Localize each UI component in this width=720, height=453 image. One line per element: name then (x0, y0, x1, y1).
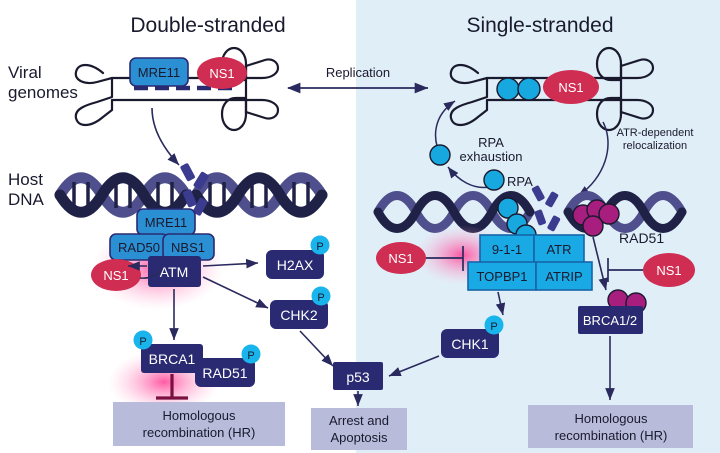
atr-relocalization-label-l1: ATR-dependent (617, 127, 694, 139)
panel-title-right: Single-stranded (466, 14, 613, 37)
node-h2ax-label: H2AX (277, 257, 314, 273)
rad51-free-label: RAD51 (619, 230, 664, 246)
node-atrip-label: ATRIP (545, 269, 582, 284)
node-mre11-viral[interactable]: MRE11 (129, 57, 189, 87)
phospho-rad51-left-label: P (247, 350, 254, 362)
node-chk2[interactable]: CHK2 (270, 300, 328, 329)
viral-genomes-label-l1: Viral (8, 63, 42, 82)
outcome-hr-left: Homologous recombination (HR) (113, 402, 285, 446)
viral-genome-double-stranded (74, 46, 280, 132)
node-atr-label: ATR (546, 242, 571, 257)
outcome-hr-right-l1: Homologous (575, 411, 648, 426)
node-ns1-rad51[interactable]: NS1 (643, 253, 695, 287)
node-brca1-label: BRCA1 (149, 351, 196, 367)
arrow-rpa-exhaustion (447, 166, 491, 189)
rpa-exhaustion-label-l2: exhaustion (460, 149, 523, 164)
node-brca1[interactable]: BRCA1 (141, 344, 203, 373)
node-atm-label: ATM (160, 264, 189, 280)
node-ns1-viral-ss[interactable]: NS1 (543, 70, 599, 104)
node-mre11-viral-label: MRE11 (138, 65, 180, 80)
arrow-atm-to-chk2 (202, 276, 269, 309)
host-dna-label-l1: Host (8, 170, 43, 189)
node-brca12-label: BRCA1/2 (583, 313, 637, 328)
rpa-bead-viral-1 (496, 77, 520, 101)
rpa-label: RPA (507, 174, 533, 189)
phospho-h2ax: P (310, 235, 330, 255)
node-nine-one-one[interactable]: 9-1-1 (479, 234, 535, 264)
node-chk1-label: CHK1 (451, 336, 489, 352)
inhibition-ns1-rad51 (607, 258, 643, 282)
node-ns1-911-label: NS1 (388, 251, 413, 266)
node-chk1[interactable]: CHK1 (441, 329, 499, 358)
rpa-bead-free (483, 169, 505, 191)
node-nbs1[interactable]: NBS1 (162, 233, 215, 261)
outcome-hr-left-l2: recombination (HR) (143, 425, 256, 440)
atr-relocalization-label-l2: relocalization (623, 140, 687, 152)
replication-label: Replication (326, 65, 390, 80)
outcome-hr-right-l2: recombination (HR) (555, 428, 668, 443)
node-mre11-host-label: MRE11 (145, 215, 187, 230)
phospho-brca1-label: P (139, 336, 146, 348)
rad51-bead-3 (598, 203, 620, 225)
node-atrip[interactable]: ATRIP (535, 261, 593, 291)
phospho-chk2-label: P (317, 292, 324, 304)
inhibition-ns1-911 (426, 246, 464, 271)
rpa-bead-dna-1 (497, 197, 519, 219)
node-ns1-atm[interactable]: NS1 (91, 259, 141, 291)
phospho-chk1: P (484, 315, 504, 335)
arrow-atr-relocalization (577, 121, 609, 197)
arrow-viral-to-host-dna (151, 107, 180, 166)
node-ns1-rad51-label: NS1 (656, 263, 681, 278)
node-p53-label: p53 (346, 369, 370, 385)
outcome-hr-left-l1: Homologous (163, 408, 236, 423)
node-ns1-atm-label: NS1 (103, 268, 128, 283)
rpa-bead-free-exhausted (429, 144, 451, 166)
node-atr[interactable]: ATR (533, 234, 585, 264)
phospho-rad51-left: P (241, 344, 261, 364)
panel-title-left: Double-stranded (130, 14, 285, 37)
node-atm[interactable]: ATM (148, 256, 201, 287)
arrow-chk1-to-p53 (388, 355, 440, 377)
node-topbp1-label: TOPBP1 (476, 269, 527, 284)
dsb-break-marker-right (531, 185, 561, 232)
node-ns1-viral-ss-label: NS1 (558, 80, 583, 95)
node-p53[interactable]: p53 (333, 362, 383, 390)
node-mre11-host[interactable]: MRE11 (136, 208, 196, 236)
node-chk2-label: CHK2 (280, 307, 318, 323)
node-ns1-911[interactable]: NS1 (376, 242, 426, 274)
node-rad51-left-label: RAD51 (202, 365, 247, 381)
arrow-rad51-to-brca12 (592, 236, 608, 291)
node-h2ax[interactable]: H2AX (266, 250, 324, 279)
phospho-brca1: P (133, 330, 153, 350)
node-nbs1-label: NBS1 (171, 240, 205, 255)
outcome-arrest-l1: Arrest and (329, 413, 389, 428)
node-rad50-label: RAD50 (118, 240, 160, 255)
phospho-chk2: P (311, 286, 331, 306)
rpa-exhaustion-label-l1: RPA (478, 135, 504, 150)
node-rad51-left[interactable]: RAD51 (195, 358, 255, 387)
inhibition-ns1-atm (139, 269, 161, 279)
arrow-atm-to-h2ax (202, 258, 259, 269)
rad51-bead-4 (582, 215, 604, 237)
arrow-chk2-to-p53 (299, 330, 334, 367)
outcome-arrest-l2: Apoptosis (330, 430, 388, 445)
dsb-break-marker-left (180, 163, 209, 216)
phospho-chk1-label: P (490, 321, 497, 333)
viral-genomes-label-l2: genomes (8, 83, 78, 102)
phospho-h2ax-label: P (316, 241, 323, 253)
node-ns1-viral-ds[interactable]: NS1 (197, 57, 247, 89)
arrow-topbp1-to-chk1 (495, 291, 506, 316)
outcome-arrest-apoptosis: Arrest and Apoptosis (311, 408, 407, 450)
outcome-hr-right: Homologous recombination (HR) (528, 405, 693, 448)
node-ns1-viral-ds-label: NS1 (209, 66, 234, 81)
inhibition-brca1-hr (156, 374, 188, 400)
rpa-bead-viral-2 (517, 77, 541, 101)
node-nine-one-one-label: 9-1-1 (492, 242, 522, 257)
node-topbp1[interactable]: TOPBP1 (467, 261, 537, 291)
host-dna-label-l2: DNA (8, 190, 45, 209)
node-brca12[interactable]: BRCA1/2 (578, 306, 643, 334)
